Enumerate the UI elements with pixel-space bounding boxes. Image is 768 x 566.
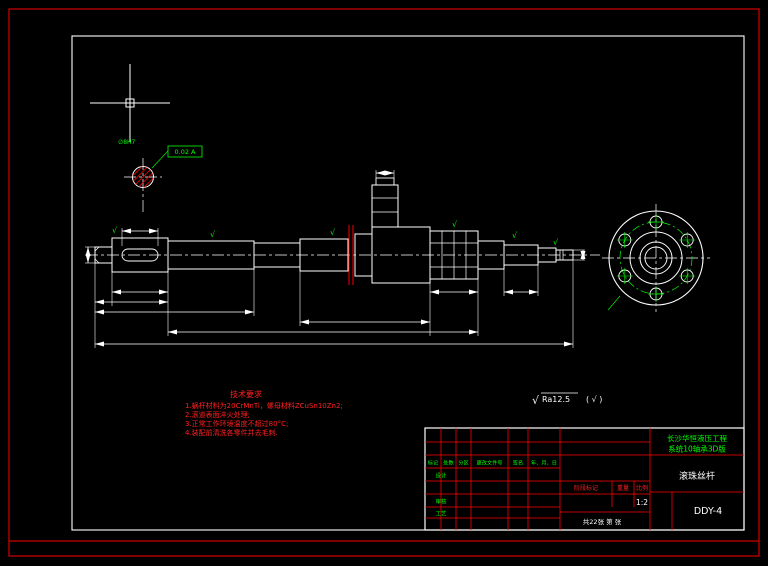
title-block: 标记 处数 分区 更改文件号 签名 年、月、日 设计 审核 工艺 阶段标记 重量…	[424, 427, 745, 531]
tb-part-name: 滚珠丝杆	[679, 470, 715, 482]
roughness-marks: √ √ √ √ √ √	[112, 220, 559, 247]
detail-dia-label: ∅8H7	[118, 139, 136, 146]
roughness-check-icon: √	[512, 231, 518, 240]
section-detail-view: 0.02 A ∅8H7	[118, 139, 203, 214]
note-line: 1.蜗杆材料为20CrMnTi，螺母材料ZCuSn10Zn2;	[185, 401, 343, 410]
shaft-drawing	[86, 177, 600, 285]
tb-scale-label: 比例	[636, 484, 648, 492]
paper-borders	[8, 8, 760, 557]
tb-company-line1: 长沙华恒液压工程	[667, 433, 727, 443]
sqrt-symbol-icon: √	[532, 394, 540, 407]
bolt-circle	[619, 221, 693, 295]
tb-header-signature: 签名	[513, 459, 523, 467]
bolt-hole-centermarks	[616, 214, 696, 302]
notes-title: 技术要求	[230, 389, 262, 399]
note-line: 3.正常工作环境温度不超过80°C;	[185, 419, 288, 428]
roughness-check-icon: √	[553, 238, 559, 247]
tb-scale-value: 1:2	[636, 498, 648, 507]
roughness-check-icon: √	[112, 226, 118, 235]
bolt-holes	[616, 214, 696, 302]
tb-company-line2: 系统10轴承3D版	[668, 444, 726, 454]
roughness-check-icon: √	[452, 220, 458, 229]
roughness-value: Ra12.5	[542, 395, 570, 404]
tb-header-change-doc: 更改文件号	[477, 459, 503, 467]
roughness-check-icon: √	[330, 228, 336, 237]
tb-stage-label: 阶段标记	[574, 484, 598, 492]
tb-header-date: 年、月、日	[531, 459, 557, 467]
flange-end-view	[602, 204, 710, 312]
tb-weight-label: 重量	[617, 484, 629, 492]
dimension-lines	[85, 170, 586, 348]
shaft-flange-tower	[371, 177, 399, 228]
note-line: 2.滚道表面淬火处理;	[185, 410, 250, 419]
tolerance-frame-label: 0.02 A	[175, 148, 197, 156]
tb-header-zone: 分区	[458, 459, 468, 467]
hatch-pattern	[132, 166, 154, 188]
technical-notes: 技术要求 1.蜗杆材料为20CrMnTi，螺母材料ZCuSn10Zn2; 2.滚…	[185, 389, 343, 437]
tb-drawing-no: DDY-4	[694, 506, 722, 517]
surface-roughness-note: √ Ra12.5 ( √ )	[532, 392, 602, 407]
flange-leader	[607, 295, 621, 311]
keyway	[121, 248, 159, 262]
title-block-grid	[425, 428, 744, 530]
crosshair-cursor-icon[interactable]	[90, 64, 170, 142]
tb-row-check: 审核	[435, 498, 447, 506]
roughness-other: ( √ )	[586, 395, 602, 404]
tb-row-design: 设计	[435, 472, 447, 480]
roughness-check-icon: √	[210, 230, 216, 239]
tb-header-count: 处数	[443, 459, 454, 467]
tb-sheet-info: 共22张 第 张	[583, 517, 622, 526]
tb-header-mark: 标记	[428, 459, 438, 467]
tb-row-process: 工艺	[435, 511, 447, 518]
note-line: 4.装配前清洗各零件并去毛刺.	[185, 428, 278, 437]
